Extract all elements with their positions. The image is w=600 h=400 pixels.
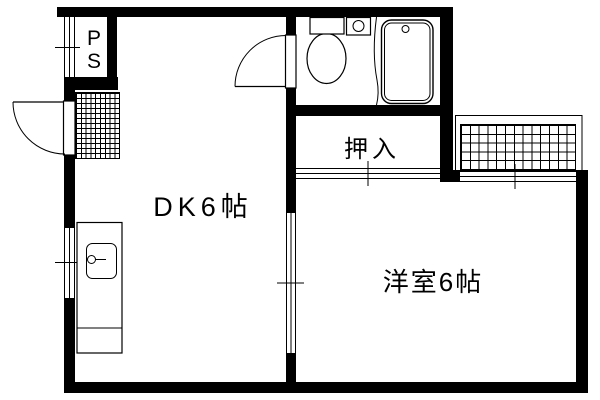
balcony-outline [455, 115, 583, 171]
wall-ps-right [107, 17, 117, 90]
pipe-space-label: P S [87, 27, 101, 73]
wash-basin-bowl-icon [352, 20, 365, 32]
window-kitchen-left [55, 228, 80, 298]
entrance-door-swing-arc [12, 101, 66, 155]
western-room-label: 洋室6帖 [382, 267, 484, 297]
kitchen-counter [76, 221, 123, 354]
entrance-door-frame [62, 100, 76, 156]
closet-label: 押入 [344, 136, 400, 163]
kitchen-unit [76, 221, 123, 354]
wall-bottom [64, 382, 588, 393]
pipe-space-label-line1: P [86, 27, 102, 50]
walls [57, 7, 588, 393]
bathtub-inner-rim [384, 22, 431, 101]
bathroom-door-frame [284, 34, 297, 89]
window-ps-left [55, 17, 80, 77]
bathroom-door [234, 34, 297, 89]
windows [55, 17, 576, 353]
wall-partition-bottom [286, 353, 296, 382]
balcony-hatch [460, 124, 576, 170]
pipe-space-label-line2: S [86, 50, 102, 73]
kitchen-faucet-icon [87, 255, 96, 264]
entrance-door [12, 100, 76, 156]
dining-kitchen-label: DK6帖 [153, 192, 253, 222]
bathroom-fixtures [306, 16, 434, 106]
wall-left-middle [64, 155, 75, 228]
entry-tile-hatch [75, 92, 120, 159]
sliding-door-closet [296, 161, 440, 186]
toilet-bowl-icon [306, 32, 347, 85]
wall-partition-middle [286, 88, 296, 213]
sliding-window-balcony [460, 164, 576, 189]
wall-ps-bottom [64, 77, 118, 90]
toilet-tank-icon [309, 16, 345, 35]
wall-bathroom-right [440, 17, 453, 182]
kitchen-sink-icon [86, 243, 117, 279]
wall-left-lower [64, 298, 75, 393]
wall-top [57, 7, 453, 17]
wall-right [576, 170, 588, 393]
sliding-partition-dk-western [277, 213, 304, 353]
wall-stub-balcony [440, 170, 460, 182]
bathtub-drain-icon [401, 25, 410, 33]
wall-partition-top [286, 17, 296, 35]
wall-bathroom-bottom [286, 105, 453, 116]
bath-divider-line [373, 16, 379, 106]
bathroom-door-swing-arc [234, 35, 287, 87]
doors [12, 34, 297, 156]
